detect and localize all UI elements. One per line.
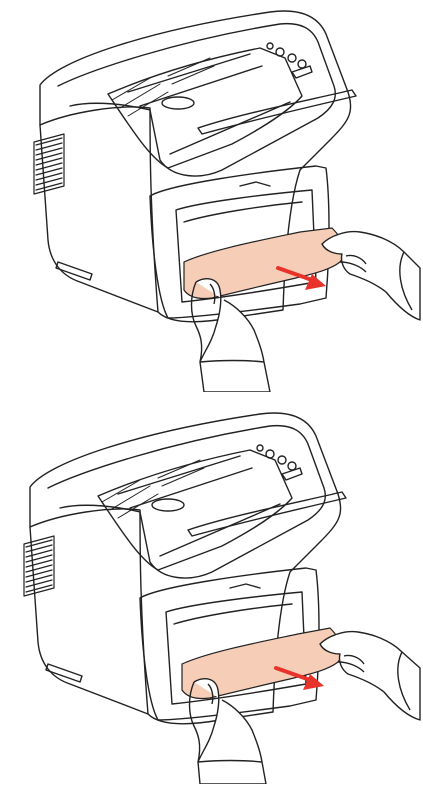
printer-illustration	[0, 392, 423, 784]
side-vent	[24, 536, 54, 596]
control-button	[298, 60, 306, 68]
right-hand	[320, 632, 420, 720]
control-button	[266, 450, 274, 458]
control-button	[278, 456, 286, 464]
right-hand	[322, 232, 420, 320]
illustration-top	[0, 0, 423, 392]
control-button	[288, 462, 296, 470]
side-vent	[34, 134, 64, 194]
control-button	[257, 445, 263, 451]
extension-bar	[188, 492, 346, 536]
printer-illustration	[0, 0, 423, 392]
tray-slot	[162, 97, 194, 109]
top-cover	[58, 24, 335, 176]
tray-slot	[152, 499, 184, 511]
control-button	[276, 48, 284, 56]
extension-bar	[198, 90, 356, 134]
control-button	[267, 43, 273, 49]
top-cover	[48, 426, 325, 578]
illustration-bottom	[0, 392, 423, 784]
control-button	[288, 54, 296, 62]
